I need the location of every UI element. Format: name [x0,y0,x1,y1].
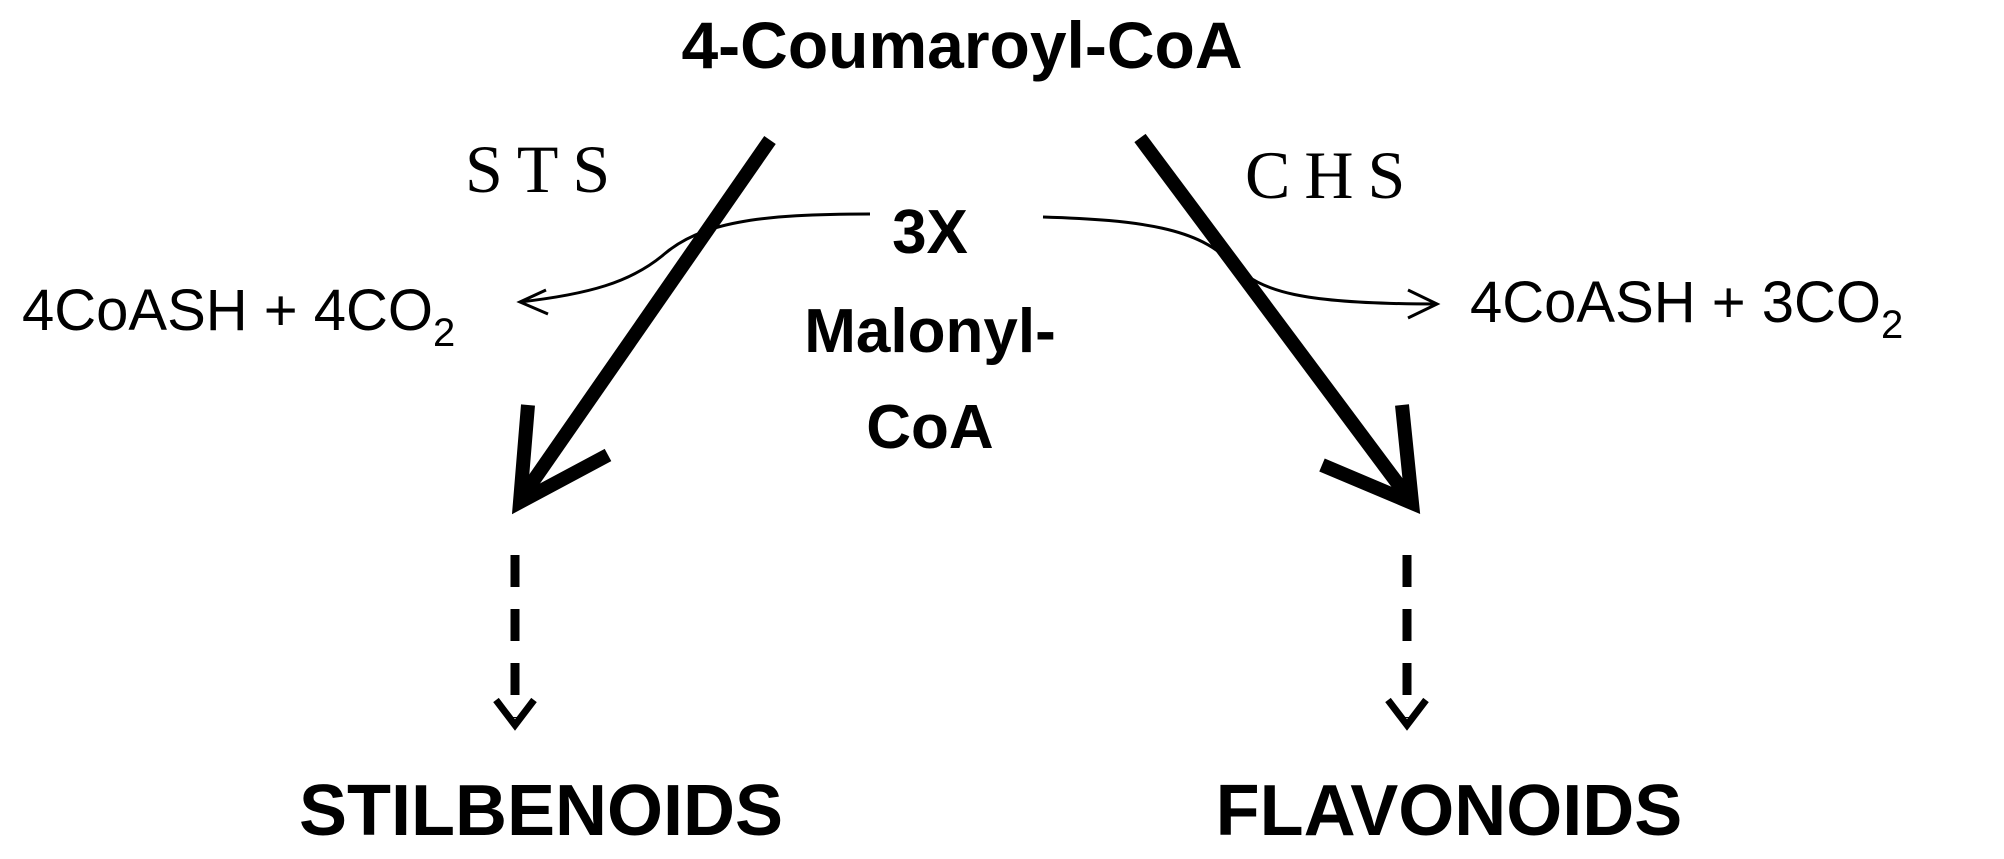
sts-enzyme-label: STS [465,131,624,207]
chs-cosubstrate-curve-arrow [1042,215,1441,320]
sts-main-arrow [511,136,776,515]
source-compound-label: 4-Coumaroyl-CoA [681,8,1242,82]
sts-byproducts-subscript: 2 [433,311,455,355]
chs-byproducts-label: 4CoASH + 3CO2 [1470,270,1903,347]
flavonoids-dashed-arrow [1385,555,1429,731]
sts-byproducts-label: 4CoASH + 4CO2 [22,278,455,355]
malonyl-name-line2: CoA [866,393,993,462]
sts-cosubstrate-curve-arrow [516,212,871,316]
chs-byproducts-subscript: 2 [1881,303,1903,347]
flavonoids-product-label: FLAVONOIDS [1216,771,1683,851]
stilbenoids-product-label: STILBENOIDS [299,771,783,851]
malonyl-count-label: 3X [892,198,968,267]
chs-enzyme-label: CHS [1245,137,1419,213]
chs-main-arrow [1134,133,1421,515]
malonyl-name-line1: Malonyl- [804,297,1055,366]
stilbenoids-dashed-arrow [493,555,537,731]
chs-byproducts-main: 4CoASH + 3CO [1470,270,1881,335]
sts-byproducts-main: 4CoASH + 4CO [22,278,433,343]
